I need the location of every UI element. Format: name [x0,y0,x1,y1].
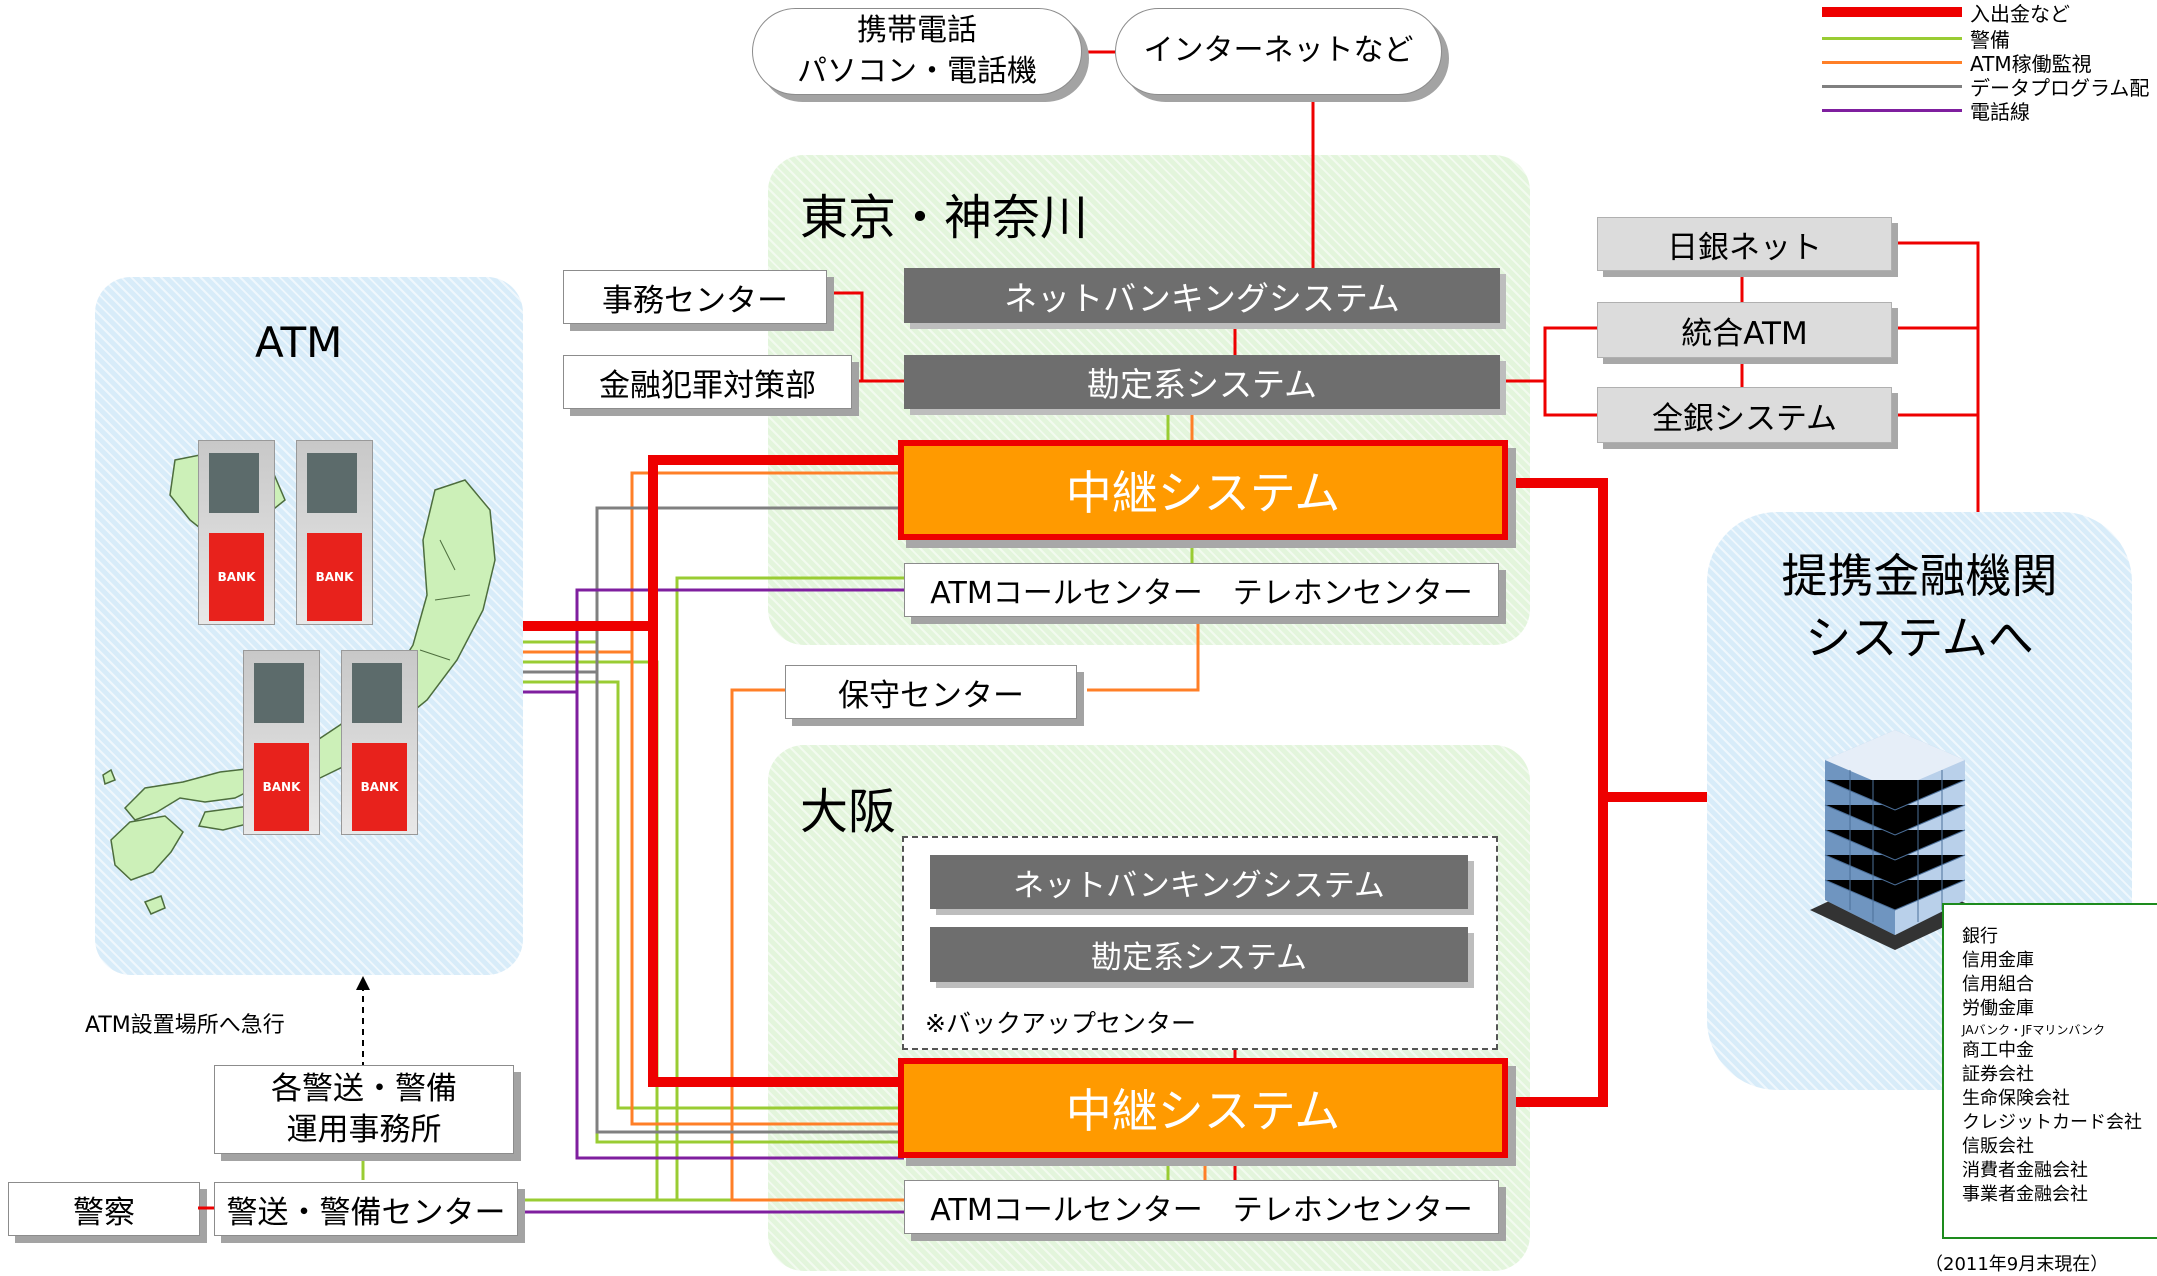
institution-item: 信用組合 [1962,974,2034,995]
line-accounting-networks [1503,326,1597,417]
maintenance-center-box: 保守センター [785,665,1077,719]
legend-item-phone-line: 電話線 [1822,98,2030,124]
osaka-relay-box: 中継システム [898,1058,1508,1158]
tokyo-title: 東京・神奈川 [800,190,1089,246]
institution-item: 商工中金 [1962,1040,2034,1061]
line-green-atm [523,640,904,1202]
boj-net-box: 日銀ネット [1597,217,1892,271]
tokyo-call-center-box: ATMコールセンター テレホンセンター [904,563,1499,617]
office-center-box: 事務センター [563,270,827,324]
partner-region [1707,512,2132,1090]
legend-label: 警備 [1970,27,2010,52]
institution-item: 事業者金融会社 [1962,1184,2088,1205]
institution-item: 労働金庫 [1962,998,2034,1019]
institution-item: 生命保険会社 [1962,1088,2070,1109]
osaka-net-banking-box: ネットバンキングシステム [930,855,1468,909]
legend-item-data-program: データプログラム配 [1822,74,2150,100]
atm-machine-3: BANK [243,650,320,835]
security-office-box: 各警送・警備 運用事務所 [214,1065,514,1154]
internet-node: インターネットなど [1115,8,1442,95]
legend-label: データプログラム配 [1970,75,2150,100]
institution-item: 信販会社 [1962,1136,2034,1157]
atm-machine-1: BANK [198,440,275,625]
institution-item: 銀行 [1962,926,1998,947]
arrow-head [356,976,370,990]
osaka-call-center-box: ATMコールセンター テレホンセンター [904,1180,1499,1234]
legend-label: ATM稼働監視 [1970,51,2092,76]
institution-item: 証券会社 [1962,1064,2034,1085]
atm-title: ATM [255,318,343,367]
atm-machine-4: BANK [341,650,418,835]
footnote: （2011年9月末現在） [1925,1254,2109,1275]
tokyo-accounting-box: 勘定系システム [904,355,1500,409]
tokyo-relay-box: 中継システム [898,440,1508,540]
tokyo-net-banking-box: ネットバンキングシステム [904,268,1500,323]
legend-label: 入出金など [1970,1,2070,26]
institution-item: 信用金庫 [1962,950,2034,971]
osaka-accounting-box: 勘定系システム [930,927,1468,982]
rush-to-atm-label: ATM設置場所へ急行 [85,1013,285,1038]
zengin-system-box: 全銀システム [1597,387,1892,443]
crime-dept-box: 金融犯罪対策部 [563,355,852,409]
partner-institution-list: 銀行 信用金庫 信用組合 労働金庫 JAバンク・JFマリンバンク 商工中金 証券… [1942,903,2157,1239]
backup-center-note: ※バックアップセンター [925,1009,1196,1038]
atm-machine-2: BANK [296,440,373,625]
institution-item: 消費者金融会社 [1962,1160,2088,1181]
line-relay-partner-thick [1503,478,1707,1107]
legend-label: 電話線 [1970,99,2030,124]
police-box: 警察 [8,1182,200,1236]
legend-item-security: 警備 [1822,26,2010,52]
partner-title: 提携金融機関 システムへ [1781,549,2058,666]
building-icon [1810,730,1980,950]
legend-item-deposit: 入出金など [1822,0,2070,26]
integrated-atm-box: 統合ATM [1597,302,1892,358]
line-networks-partner [1890,241,1980,512]
osaka-title: 大阪 [800,784,897,840]
mobile-pc-phone-node: 携帯電話 パソコン・電話機 [752,8,1082,95]
line-atm-relay-thick [523,455,904,1087]
security-center-box: 警送・警備センター [214,1182,518,1236]
police-connector [198,1206,214,1210]
legend-item-monitoring: ATM稼働監視 [1822,50,2092,76]
institution-item: JAバンク・JFマリンバンク [1962,1023,2105,1037]
line-orange-tokyo [1087,409,1200,692]
line-green-security [361,576,904,1202]
line-purple [523,588,904,1214]
institution-item: クレジットカード会社 [1962,1112,2142,1133]
